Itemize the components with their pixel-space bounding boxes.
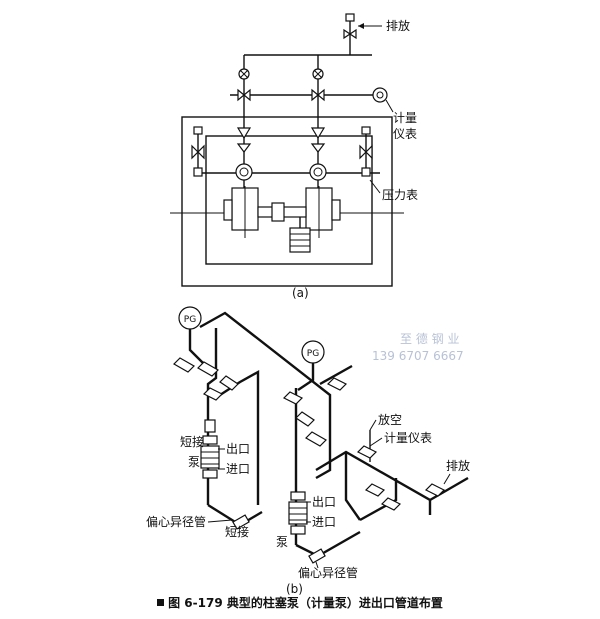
coupling — [271, 202, 285, 222]
label-short-joint-bottom: 短接 — [225, 524, 249, 539]
pump-head-inner-icon — [239, 167, 249, 177]
pump-right-flange — [290, 491, 306, 501]
pump-left-flange — [202, 435, 218, 445]
watermark-line2: 139 6707 6667 — [372, 349, 464, 363]
diagram-b: PG PG 短接 泵 出口 进口 偏心异径管 短接 — [146, 306, 470, 596]
meter-gauge-inner-icon — [376, 91, 384, 99]
fitting-icon — [193, 167, 203, 177]
label-pressure-gauge: 压力表 — [382, 188, 418, 202]
label-vent: 放空 — [378, 412, 402, 427]
valve-icon — [305, 431, 327, 447]
vent-valve-icon — [356, 445, 378, 459]
label-inlet-right: 进口 — [312, 515, 336, 529]
label-reducer-left: 偏心异径管 — [146, 514, 206, 529]
pump-head-icon — [309, 163, 327, 181]
short-line — [319, 364, 353, 386]
label-short-joint: 短接 — [180, 434, 204, 449]
valve-icon — [295, 411, 315, 427]
valve-cross-icon — [239, 69, 249, 79]
valve-icon — [197, 361, 219, 377]
check-valve-icon — [311, 88, 325, 102]
suction-line-left — [219, 369, 260, 505]
label-pg-right: PG — [307, 349, 319, 359]
pump-left-fins — [201, 451, 219, 465]
check-valve-icon — [236, 143, 252, 153]
leader — [369, 437, 383, 447]
label-inlet-left: 进口 — [226, 462, 250, 476]
pump-right-body — [288, 501, 308, 525]
pump-left-valve — [204, 419, 216, 433]
reducer-left-icon — [232, 514, 250, 530]
caption-text: 图 6-179 典型的柱塞泵（计量泵）进出口管道布置 — [168, 596, 443, 610]
valve-icon — [173, 357, 195, 373]
diagram-a: 排放 计量 仪表 压力表 — [170, 13, 418, 300]
valve-icon — [326, 377, 348, 391]
pump-head-icon — [235, 163, 253, 181]
reducer-right-line — [295, 530, 361, 558]
pump-right-fins — [289, 507, 307, 521]
gauge-line-right — [297, 363, 315, 391]
drop-line-b — [344, 452, 361, 521]
motor-fins — [290, 233, 310, 247]
label-reducer-right: 偏心异径管 — [298, 565, 358, 580]
outer-frame — [181, 116, 393, 287]
fitting-icon — [361, 167, 371, 177]
caption-bullet-icon — [157, 599, 165, 606]
check-valve-icon — [310, 143, 326, 153]
label-discharge-a: 排放 — [386, 18, 410, 33]
leader — [315, 561, 319, 569]
discharge-line-left — [199, 311, 332, 408]
relief-cap — [193, 126, 203, 135]
meter-gauge-icon — [372, 87, 388, 103]
relief-valve-icon — [359, 144, 373, 160]
label-outlet-left: 出口 — [226, 442, 250, 456]
label-meter-b: 计量仪表 — [384, 431, 432, 445]
pump-left-body — [200, 445, 220, 469]
meter-header-b — [315, 450, 432, 515]
label-pg-left: PG — [184, 315, 196, 325]
bypass-line-b — [359, 478, 398, 522]
leader — [207, 519, 233, 523]
valve-icon — [202, 387, 224, 401]
pump-right-flange — [290, 525, 306, 535]
label-pump-left: 泵 — [188, 455, 200, 469]
right-pump-flange — [331, 199, 341, 221]
check-valve-icon — [310, 127, 326, 140]
label-meter-2: 仪表 — [393, 127, 417, 141]
valve-icon — [219, 375, 239, 391]
leader — [443, 473, 451, 485]
figure-caption: 图 6-179 典型的柱塞泵（计量泵）进出口管道布置 — [0, 594, 600, 611]
relief-cap — [361, 126, 371, 135]
watermark-line1: 至 德 钢 业 — [400, 331, 459, 346]
check-valve-icon — [236, 127, 252, 140]
relief-valve-icon — [191, 144, 205, 160]
label-meter-1: 计量 — [393, 111, 417, 125]
valve-icon — [380, 497, 402, 511]
label-discharge-b: 排放 — [446, 458, 470, 473]
pressure-leader — [369, 179, 381, 194]
inner-frame — [205, 135, 373, 265]
reducer-right-icon — [308, 548, 326, 564]
leader — [369, 419, 377, 431]
discharge-line-right — [315, 408, 332, 480]
discharge-line-b — [429, 476, 469, 502]
label-outlet-right: 出口 — [312, 495, 336, 509]
left-pump-flange — [223, 199, 233, 221]
label-pump-right: 泵 — [276, 535, 288, 549]
valve-cross-icon — [313, 69, 323, 79]
label-a: (a) — [292, 286, 309, 300]
valve-icon — [364, 483, 386, 497]
discharge-valve-icon — [424, 483, 446, 497]
vent-valve-icon — [343, 28, 357, 40]
arrow-icon — [358, 23, 364, 29]
pump-head-inner-icon — [313, 167, 323, 177]
vent-cap — [345, 13, 355, 22]
check-valve-icon — [237, 88, 251, 102]
pump-left-flange — [202, 469, 218, 479]
label-b: (b) — [286, 582, 303, 596]
meter-leader — [385, 99, 394, 113]
valve-icon — [282, 391, 304, 405]
